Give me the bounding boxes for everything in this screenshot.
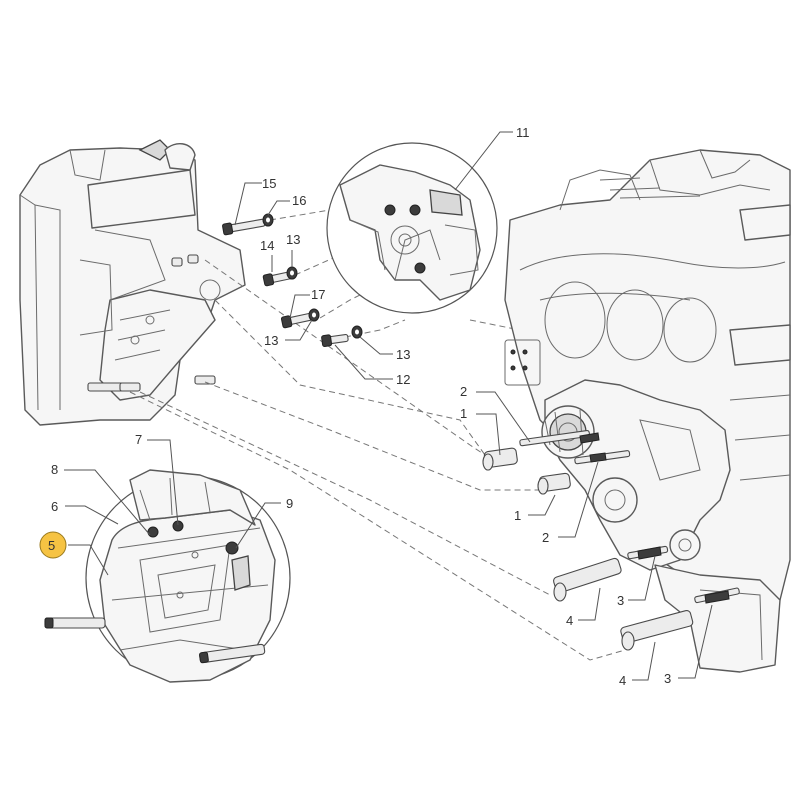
callout-1-lower: 1: [514, 508, 521, 523]
callout-12: 12: [396, 372, 410, 387]
spacer-4-lower: [620, 609, 694, 651]
bolt-12: [321, 333, 349, 348]
washer-13-c: [351, 325, 363, 339]
zoom-detail-top: [326, 142, 498, 314]
stud-2-lower: [574, 450, 631, 465]
zoom-detail-bottom: [44, 469, 291, 683]
bolt-15: [222, 218, 266, 236]
callout-3-lower: 3: [664, 671, 671, 686]
callout-5-highlight: [39, 531, 67, 559]
stud-3-lower: [694, 587, 740, 604]
spacer-4-upper: [553, 557, 622, 602]
callout-9: 9: [286, 496, 293, 511]
callout-13-a: 13: [286, 232, 300, 247]
callout-8: 8: [51, 462, 58, 477]
spacer-1-upper: [482, 447, 518, 471]
callout-16: 16: [292, 193, 306, 208]
bolt-17: [280, 312, 313, 329]
callout-15: 15: [262, 176, 276, 191]
stud-3-upper: [627, 545, 669, 560]
front-fasteners: [482, 429, 740, 651]
washer-13-a: [286, 266, 298, 280]
callout-2-lower: 2: [542, 530, 549, 545]
callout-2-upper: 2: [460, 384, 467, 399]
callout-3-upper: 3: [617, 593, 624, 608]
callout-13-b: 13: [264, 333, 278, 348]
callout-6: 6: [51, 499, 58, 514]
callout-7: 7: [135, 432, 142, 447]
washer-16: [262, 213, 274, 227]
spacer-1-lower: [537, 472, 571, 495]
callout-13-c: 13: [396, 347, 410, 362]
callout-11: 11: [516, 125, 530, 140]
callout-5: 5: [48, 538, 55, 553]
callout-labels: 15 16 14 13 17 13 13 12 11 2 1 1 2 3 4 4…: [48, 125, 671, 688]
leader-lines: [64, 131, 713, 681]
stud-2-upper: [519, 429, 600, 447]
callout-1-upper: 1: [460, 406, 467, 421]
washer-13-b: [308, 308, 320, 322]
callout-17: 17: [311, 287, 325, 302]
callout-4-upper: 4: [566, 613, 573, 628]
callout-14: 14: [260, 238, 274, 253]
upper-fasteners: [222, 213, 363, 348]
callout-4-lower: 4: [619, 673, 626, 688]
engine-block: [504, 149, 791, 673]
upper-left-assembly: [19, 139, 246, 426]
